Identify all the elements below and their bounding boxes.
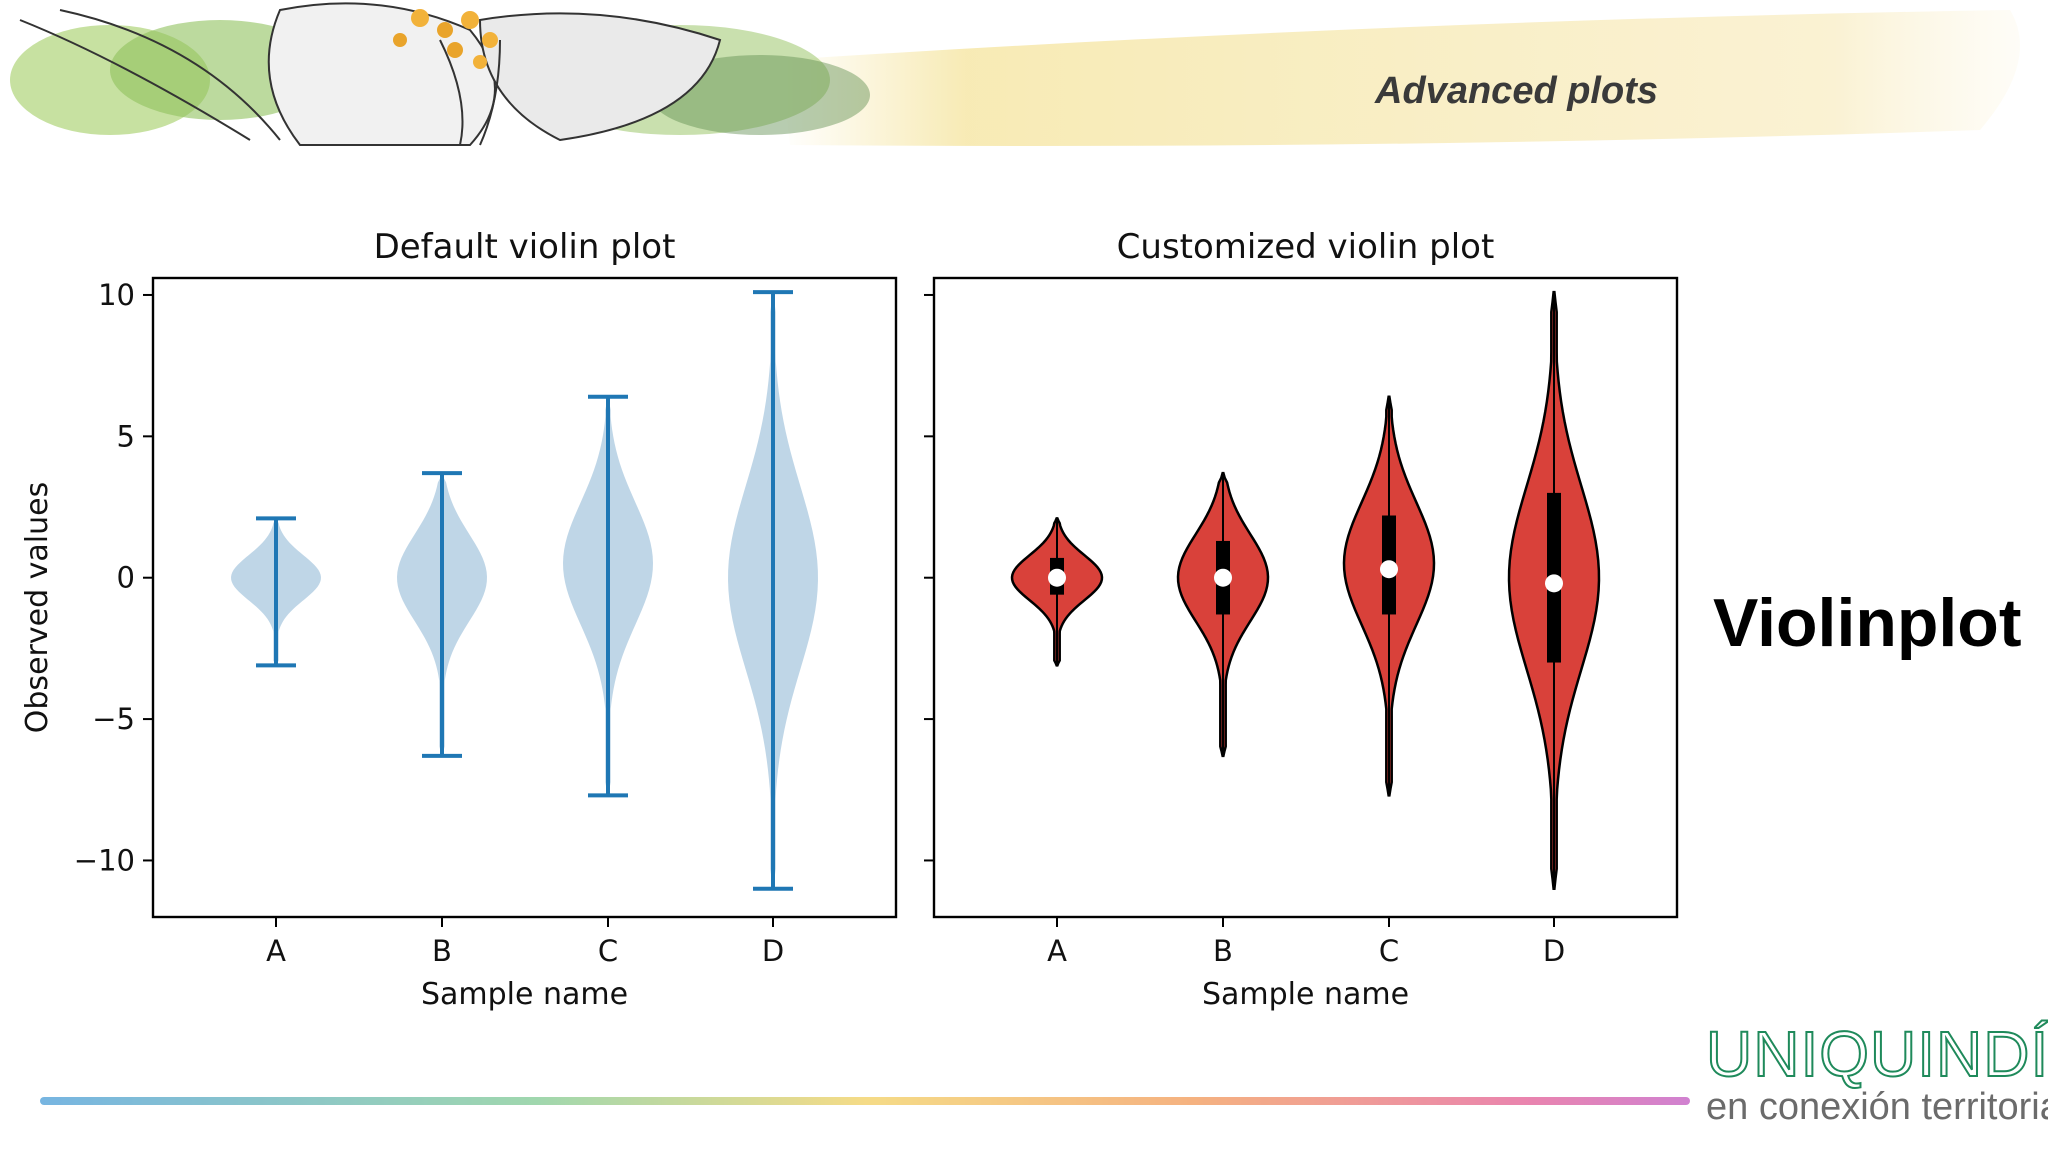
x-tick-label: C (598, 934, 618, 968)
violin-median-marker (1545, 574, 1563, 593)
flower-illustration (10, 2, 870, 146)
violin-median-marker (1380, 560, 1398, 579)
rainbow-divider (40, 1097, 1690, 1105)
x-tick-label: A (1047, 934, 1067, 968)
x-axis-label: Sample name (421, 977, 628, 1012)
plot-frame (932, 276, 1679, 919)
logo-wordmark: UNIQUINDÍO (1705, 1018, 2048, 1090)
header-banner (10, 2, 2020, 146)
x-tick-label: B (432, 934, 452, 968)
chart-title: Customized violin plot (1117, 227, 1495, 267)
x-tick-label: C (1379, 934, 1399, 968)
y-tick-label: 10 (98, 278, 135, 312)
x-tick-label: B (1213, 934, 1233, 968)
x-tick-label: D (1543, 934, 1565, 968)
plot-frame (151, 276, 898, 919)
university-logo: UNIQUINDÍO en conexión territorial (1705, 1018, 2048, 1128)
x-axis-label: Sample name (1202, 977, 1409, 1012)
header-title: Advanced plots (1375, 70, 1658, 112)
y-axis-label: Observed values (20, 482, 55, 733)
violin-median-marker (1048, 568, 1066, 587)
x-tick-label: A (266, 934, 286, 968)
y-tick-label: −10 (74, 843, 135, 877)
y-tick-label: 5 (117, 419, 135, 453)
logo-tagline: en conexión territorial (1706, 1086, 2048, 1128)
x-tick-label: D (762, 934, 784, 968)
y-tick-label: 0 (117, 561, 135, 595)
chart-title: Default violin plot (374, 227, 676, 267)
violin-median-marker (1214, 568, 1232, 587)
side-label: Violinplot (1713, 585, 2022, 661)
y-tick-label: −5 (92, 702, 135, 736)
